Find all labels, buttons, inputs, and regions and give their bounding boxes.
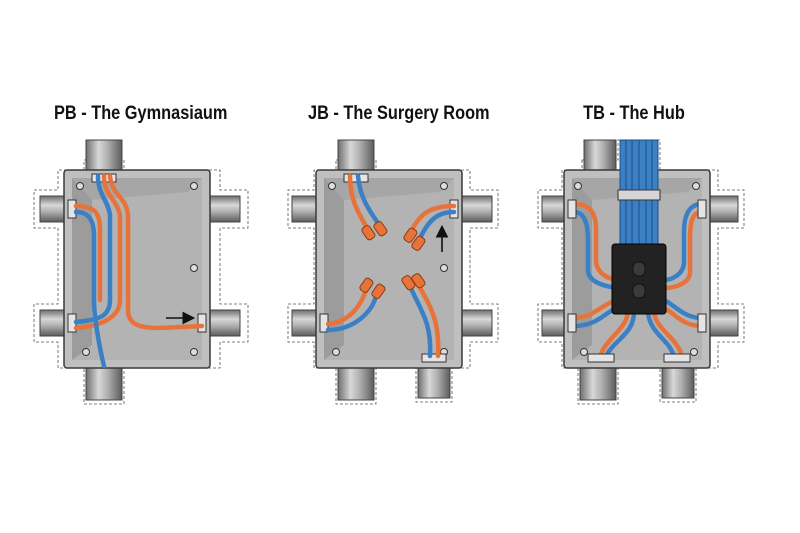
conduit-top [85, 139, 123, 175]
wire-nuts [359, 221, 426, 299]
screw [328, 182, 336, 190]
screw [692, 182, 700, 190]
terminal-slot [632, 283, 646, 299]
conduit-bottom [85, 367, 123, 401]
conduit-connector [697, 199, 707, 219]
conduit-connector [197, 313, 207, 333]
conduit-connector [449, 199, 459, 219]
terminal-block [611, 243, 667, 315]
conduit-connector [663, 353, 691, 363]
box-shadow-side [72, 178, 92, 360]
conduit-connector [67, 199, 77, 219]
panel-title-pb: PB - The Gymnasiaum [54, 103, 228, 124]
conduit-bottom-left [579, 367, 617, 401]
screw [82, 348, 90, 356]
conduit-right-upper [457, 195, 493, 223]
panel-title-tb: TB - The Hub [583, 103, 685, 124]
panel-pb [33, 139, 249, 405]
conduit-bottom-right [417, 367, 451, 399]
conduit-bottom-right [661, 367, 695, 399]
screw [690, 348, 698, 356]
blue-cable-bundle [617, 139, 661, 247]
conduit-right-lower [457, 309, 493, 337]
panel-tb [537, 139, 745, 405]
box-shadow-top [324, 178, 454, 200]
conduit-connector [697, 313, 707, 333]
screw [190, 264, 198, 272]
terminal-slot [632, 261, 646, 277]
screw [76, 182, 84, 190]
conduit-connector [587, 353, 615, 363]
wires [571, 201, 705, 359]
conduit-right-lower [205, 309, 241, 337]
wires [325, 173, 457, 359]
panel-jb [287, 139, 499, 405]
conduit-top [337, 139, 375, 175]
screw [580, 348, 588, 356]
conduit-top [583, 139, 617, 175]
conduit-connector [421, 353, 447, 363]
screw [332, 348, 340, 356]
conduit-bottom-left [337, 367, 375, 401]
panel-title-jb: JB - The Surgery Room [308, 103, 490, 124]
conduit-connector [567, 313, 577, 333]
screw [574, 182, 582, 190]
dashed-outline [33, 159, 249, 405]
conduit-right-upper [205, 195, 241, 223]
screw [440, 182, 448, 190]
box-shadow-side [324, 178, 344, 360]
screw [190, 348, 198, 356]
wires [73, 173, 205, 369]
conduit-connector [567, 199, 577, 219]
dashed-outline [537, 139, 745, 405]
screw [190, 182, 198, 190]
screw [440, 264, 448, 272]
